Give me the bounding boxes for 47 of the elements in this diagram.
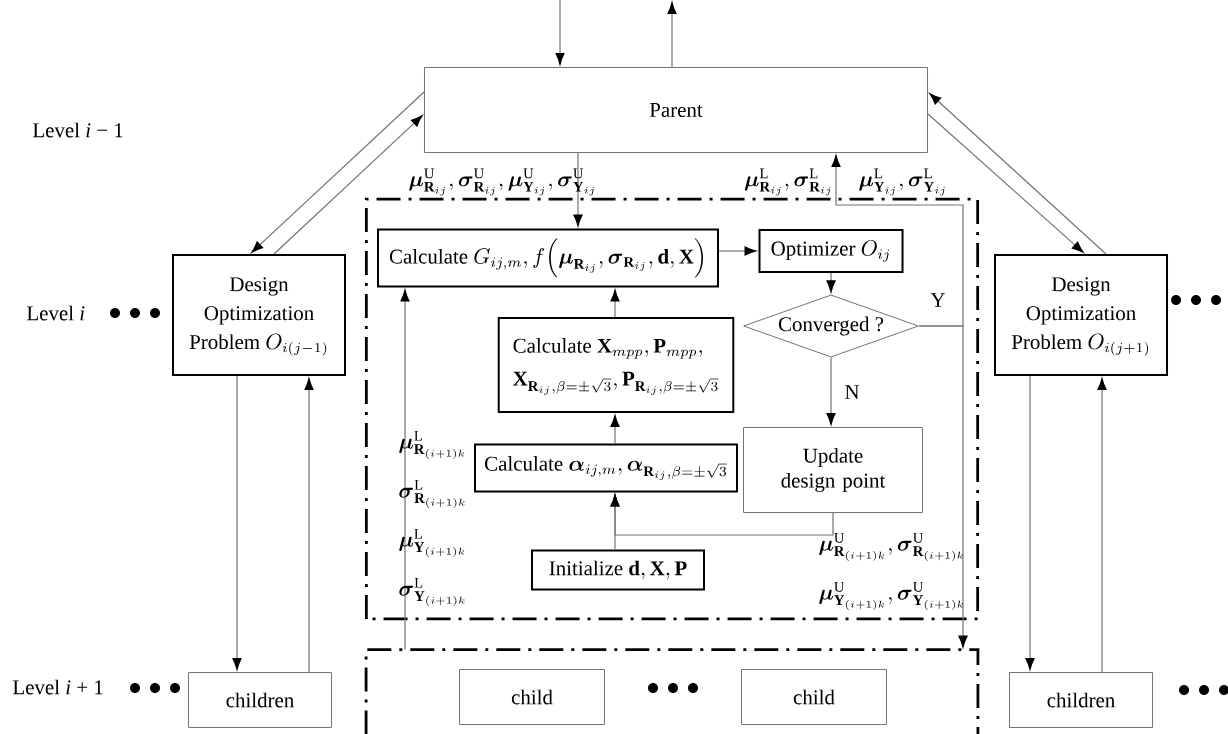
- edge-label: N: [842, 383, 862, 401]
- arrow: [400, 289, 410, 651]
- process-box: $\begin{array}{l}\text{Calculate }\mathbf{X}_{mpp}, \mathbf{P}_{mpp},\\[4pt] \mathbf{X}_{\mathbf{R}_{ij}, \beta=\pm\sqrt{3}}, \mathbf{P}_{\mathbf{R}_{ij}, \beta=\pm\sqrt{3}}\end{array}$: [497, 317, 735, 413]
- variable-label: $\boldsymbol{\mu}^{\mathrm{U}}_{\mathbf{Y}_{(i+1)k}}, \boldsymbol{\sigma}^{\mathrm{U}}_{\mathbf{Y}_{(i+1)k}}$: [819, 581, 964, 611]
- problem-box: $\begin{array}{c}\text{Design}\\[2pt] \text{Optimization}\\[2pt] \text{Problem }O_{i(j-1)}\end{array}$: [172, 254, 346, 376]
- process-box: $\text{Calculate }G_{ij,m}, f\Bigl(\boldsymbol{\mu}_{\mathbf{R}_{ij}}, \boldsymbol{\sigma}_{\mathbf{R}_{ij}}, \mathbf{d}, \mathbf{X}\Bigr)$: [377, 228, 719, 288]
- arrow: [826, 357, 836, 426]
- arrow: [273, 115, 423, 255]
- parent-box: Parent: [424, 67, 928, 153]
- child-box: child: [459, 669, 605, 725]
- process-box: $\text{Calculate }\boldsymbol{\alpha}_{ij,m}, \boldsymbol{\alpha}_{\mathbf{R}_{ij}, \beta=\pm\sqrt{3}}$: [474, 443, 738, 493]
- arrow: [927, 113, 1084, 253]
- level-label: Level i + 1: [13, 679, 103, 695]
- arrow: [826, 272, 836, 293]
- arrow: [667, 2, 677, 68]
- variable-label: $\boldsymbol{\mu}^{\mathrm{U}}_{\mathbf{R}_{ij}}, \boldsymbol{\sigma}^{\mathrm{U}}_{\mathbf{R}_{ij}}, \boldsymbol{\mu}^{\mathrm{U}}_{\mathbf{Y}_{ij}}, \boldsymbol{\sigma}^{\mathrm{U}}_{\mathbf{Y}_{ij}}$: [409, 168, 594, 196]
- process-box: Update design point: [743, 427, 923, 513]
- variable-label: $\boldsymbol{\mu}^{\mathrm{L}}_{\mathbf{Y}_{ij}}, \boldsymbol{\sigma}^{\mathrm{L}}_{\mathbf{Y}_{ij}}$: [859, 168, 945, 196]
- arrow: [610, 414, 620, 445]
- arrow: [918, 325, 968, 648]
- level-label: Level i − 1: [33, 122, 123, 138]
- level-label: Level i: [27, 305, 85, 321]
- variable-label: $\boldsymbol{\mu}^{\mathrm{U}}_{\mathbf{R}_{(i+1)k}}, \boldsymbol{\sigma}^{\mathrm{U}}_{\mathbf{R}_{(i+1)k}}$: [819, 532, 964, 562]
- variable-label: $\boldsymbol{\mu}^{\mathrm{L}}_{\mathbf{R}_{(i+1)k}}$: [399, 430, 465, 460]
- process-box: $\text{Optimizer }O_{ij}$: [758, 229, 904, 273]
- arrow: [718, 246, 757, 256]
- variable-label: $\boldsymbol{\mu}^{\mathrm{L}}_{\mathbf{R}_{ij}}, \boldsymbol{\sigma}^{\mathrm{L}}_{\mathbf{R}_{ij}}$: [744, 168, 831, 196]
- problem-box: $\begin{array}{c}\text{Design}\\[2pt] \text{Optimization}\\[2pt] \text{Problem }O_{i(j+1)}\end{array}$: [994, 254, 1168, 376]
- variable-label: $\boldsymbol{\sigma}^{\mathrm{L}}_{\mathbf{Y}_{(i+1)k}}$: [399, 577, 465, 607]
- children-box: children: [1009, 672, 1153, 728]
- arrow: [304, 377, 314, 673]
- arrow: [831, 155, 964, 327]
- arrow: [555, 0, 565, 65]
- edge-label: Y: [928, 291, 948, 309]
- process-box: $\text{Initialize }\mathbf{d}, \mathbf{X}, \mathbf{P}$: [531, 549, 705, 591]
- arrow: [610, 289, 620, 318]
- children-box: children: [188, 672, 332, 728]
- arrow: [573, 152, 583, 227]
- arrow: [1025, 375, 1035, 671]
- arrow: [929, 93, 1107, 255]
- arrow: [610, 494, 620, 551]
- arrow: [1097, 377, 1107, 673]
- variable-label: $\boldsymbol{\sigma}^{\mathrm{L}}_{\mathbf{R}_{(i+1)k}}$: [399, 479, 465, 509]
- arrow: [251, 91, 425, 253]
- child-box: child: [741, 669, 887, 725]
- arrow: [232, 375, 242, 671]
- variable-label: $\boldsymbol{\mu}^{\mathrm{L}}_{\mathbf{Y}_{(i+1)k}}$: [399, 528, 465, 558]
